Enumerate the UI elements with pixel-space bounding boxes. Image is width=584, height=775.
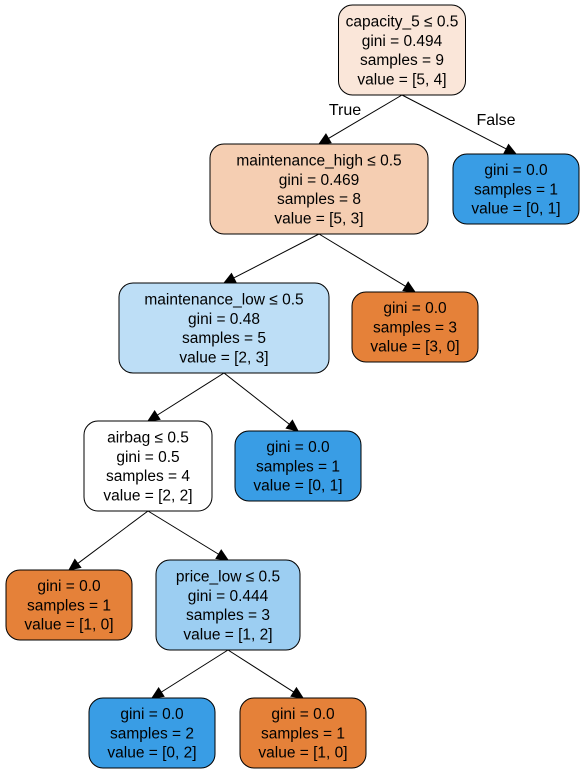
tree-node-n3: airbag ≤ 0.5 gini = 0.5 samples = 4 value =… bbox=[83, 420, 213, 512]
edge-n2-n8 bbox=[223, 372, 299, 432]
tree-node-n7: gini = 0.0 samples = 1 value = [1, 0] bbox=[239, 697, 367, 769]
edge-n0-n10: False bbox=[401, 94, 518, 155]
node-box bbox=[338, 4, 466, 96]
node-line: samples = 3 bbox=[373, 319, 457, 336]
tree-node-n0: capacity_5 ≤ 0.5 gini = 0.494 samples = 9 v… bbox=[338, 4, 466, 96]
node-line: gini = 0.0 bbox=[120, 706, 184, 723]
node-line: value = [2, 3] bbox=[179, 349, 268, 366]
node-line: value = [1, 0] bbox=[258, 745, 347, 762]
node-box bbox=[452, 153, 580, 225]
node-line: gini = 0.48 bbox=[188, 311, 260, 328]
node-line: value = [0, 2] bbox=[107, 745, 196, 762]
arrowhead-icon bbox=[146, 409, 161, 422]
edge-line bbox=[227, 649, 295, 693]
arrowhead-icon bbox=[222, 272, 237, 284]
node-line: samples = 1 bbox=[474, 181, 558, 198]
edge-line bbox=[401, 94, 507, 150]
node-line: samples = 3 bbox=[186, 607, 270, 624]
node-line: value = [5, 4] bbox=[357, 71, 446, 88]
tree-node-n10: gini = 0.0 samples = 1 value = [0, 1] bbox=[452, 153, 580, 225]
edge-line bbox=[157, 372, 225, 416]
node-line: airbag ≤ 0.5 bbox=[107, 429, 189, 446]
arrowhead-icon bbox=[317, 133, 332, 145]
node-box bbox=[83, 420, 213, 512]
node-line: gini = 0.0 bbox=[383, 300, 447, 317]
tree-node-n1: maintenance_high ≤ 0.5 gini = 0.469 sample… bbox=[209, 143, 429, 235]
node-line: samples = 5 bbox=[182, 330, 266, 347]
edge-n1-n9 bbox=[318, 233, 417, 293]
tree-node-n2: maintenance_low ≤ 0.5 gini = 0.48 samples … bbox=[118, 282, 330, 374]
node-line: capacity_5 ≤ 0.5 bbox=[346, 13, 459, 30]
edge-label-true: True bbox=[329, 102, 361, 119]
node-line: samples = 1 bbox=[27, 597, 111, 614]
edge-line bbox=[318, 233, 406, 287]
arrowhead-icon bbox=[402, 281, 417, 293]
node-line: value = [3, 0] bbox=[370, 339, 459, 356]
node-line: samples = 9 bbox=[360, 52, 444, 69]
edge-label-false: False bbox=[476, 112, 515, 129]
node-line: gini = 0.5 bbox=[116, 449, 179, 466]
edge-n3-n5 bbox=[147, 510, 230, 561]
node-line: value = [0, 1] bbox=[471, 201, 560, 218]
tree-node-n6: gini = 0.0 samples = 2 value = [0, 2] bbox=[88, 697, 216, 769]
arrowhead-icon bbox=[503, 143, 518, 155]
node-line: price_low ≤ 0.5 bbox=[176, 568, 280, 585]
node-line: gini = 0.0 bbox=[266, 439, 330, 456]
node-line: gini = 0.469 bbox=[279, 172, 360, 189]
node-line: gini = 0.0 bbox=[271, 706, 335, 723]
node-line: value = [2, 2] bbox=[103, 487, 192, 504]
node-line: samples = 2 bbox=[110, 725, 194, 742]
node-line: value = [0, 1] bbox=[253, 478, 342, 495]
tree-node-n5: price_low ≤ 0.5 gini = 0.444 samples = 3 va… bbox=[155, 559, 301, 651]
tree-node-n4: gini = 0.0 samples = 1 value = [1, 0] bbox=[5, 569, 133, 641]
edge-n3-n4 bbox=[68, 510, 149, 571]
node-line: samples = 4 bbox=[106, 468, 190, 485]
node-line: gini = 0.494 bbox=[362, 33, 443, 50]
node-line: samples = 8 bbox=[277, 191, 361, 208]
node-line: gini = 0.444 bbox=[188, 588, 269, 605]
tree-node-n8: gini = 0.0 samples = 1 value = [0, 1] bbox=[234, 430, 362, 502]
node-box bbox=[155, 559, 301, 651]
edge-n2-n3 bbox=[146, 372, 225, 422]
node-box bbox=[118, 282, 330, 374]
edge-line bbox=[77, 510, 149, 564]
node-line: samples = 1 bbox=[256, 458, 340, 475]
edge-n0-n1: True bbox=[317, 94, 403, 145]
node-box bbox=[351, 291, 479, 363]
arrowhead-icon bbox=[290, 686, 305, 699]
edge-line bbox=[147, 510, 219, 555]
edge-n1-n2 bbox=[222, 233, 320, 284]
node-line: samples = 1 bbox=[261, 725, 345, 742]
node-line: gini = 0.0 bbox=[37, 578, 101, 595]
node-box bbox=[239, 697, 367, 769]
tree-node-n9: gini = 0.0 samples = 3 value = [3, 0] bbox=[351, 291, 479, 363]
arrowhead-icon bbox=[68, 558, 82, 571]
edge-n5-n6 bbox=[150, 649, 229, 699]
edge-n5-n7 bbox=[227, 649, 305, 699]
node-box bbox=[5, 569, 133, 641]
node-line: value = [1, 0] bbox=[24, 617, 113, 634]
node-line: value = [5, 3] bbox=[274, 210, 363, 227]
arrowhead-icon bbox=[215, 549, 230, 561]
node-box bbox=[234, 430, 362, 502]
node-line: value = [1, 2] bbox=[183, 626, 272, 643]
edge-line bbox=[223, 372, 290, 425]
node-box bbox=[209, 143, 429, 235]
edge-line bbox=[328, 94, 403, 139]
arrowhead-icon bbox=[285, 419, 299, 432]
edge-line bbox=[233, 233, 320, 279]
arrowhead-icon bbox=[150, 686, 165, 699]
node-line: maintenance_high ≤ 0.5 bbox=[236, 152, 401, 169]
node-line: maintenance_low ≤ 0.5 bbox=[144, 291, 303, 308]
node-line: gini = 0.0 bbox=[484, 162, 548, 179]
edge-line bbox=[161, 649, 229, 693]
nodes-layer: capacity_5 ≤ 0.5 gini = 0.494 samples = 9 v… bbox=[5, 4, 580, 769]
node-box bbox=[88, 697, 216, 769]
